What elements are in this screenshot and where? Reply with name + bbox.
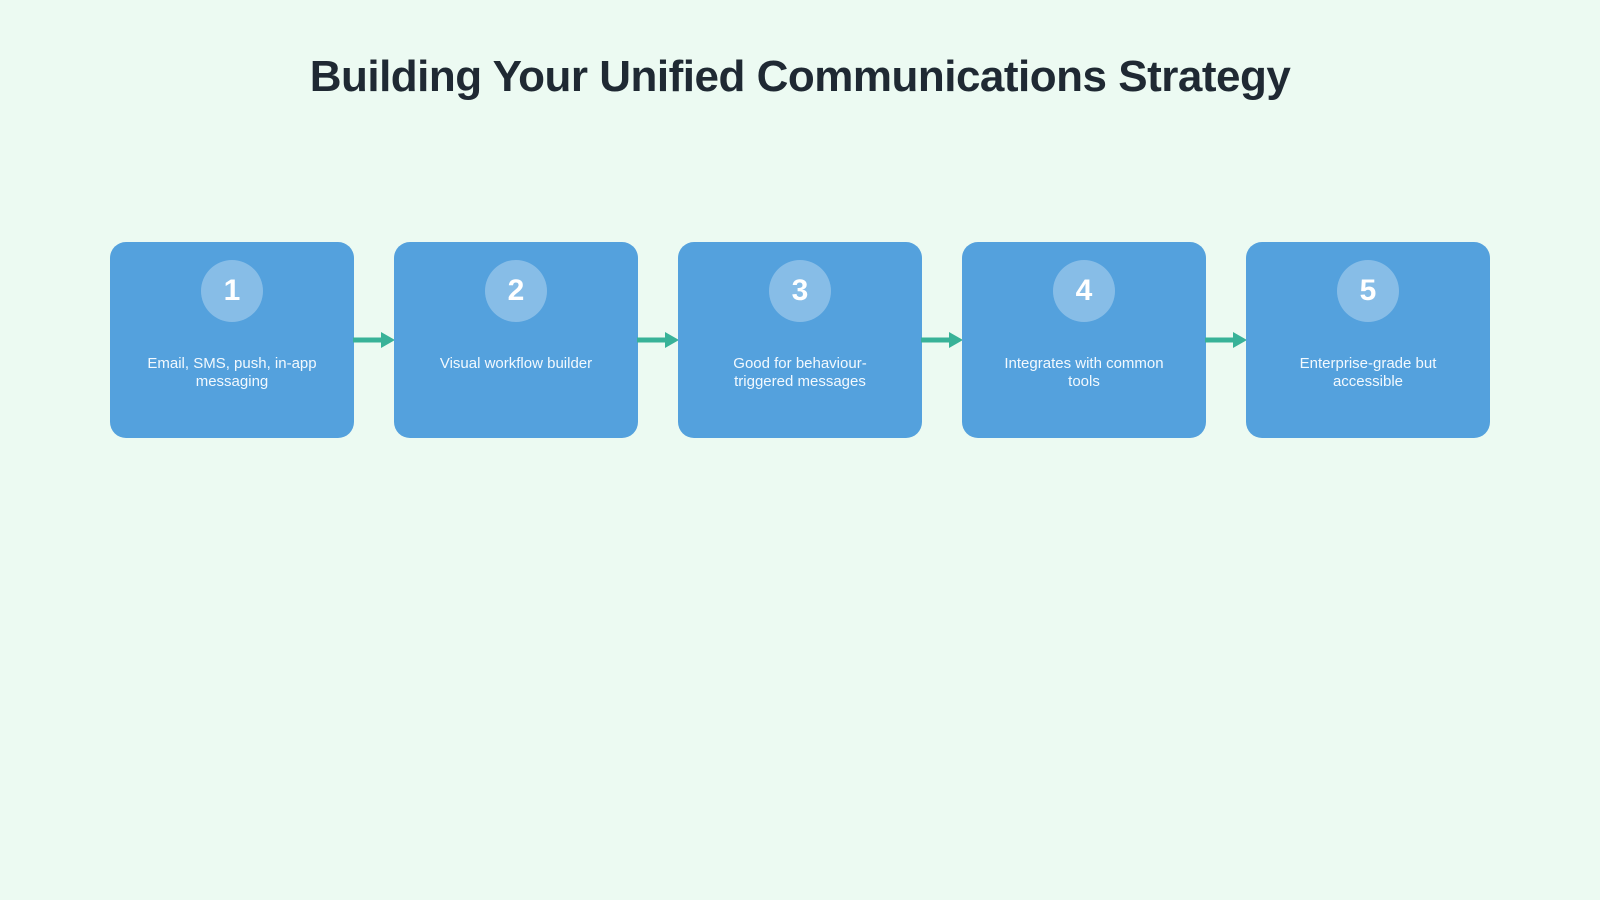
step-card-5: 5 Enterprise-grade but accessible [1246,242,1490,438]
step-label: Enterprise-grade but accessible [1299,355,1437,390]
step-label: Integrates with common tools [1004,355,1164,390]
page-title: Building Your Unified Communications Str… [309,52,1291,101]
step-number-badge: 4 [1053,260,1115,322]
step-label: Visual workflow builder [439,355,593,372]
process-flow: 1 Email, SMS, push, in-app messaging 2 V… [0,242,1600,438]
flow-arrow-icon [921,242,963,438]
flow-arrow-icon [353,242,395,438]
step-number-badge: 2 [485,260,547,322]
step-card-3: 3 Good for behaviour-triggered messages [678,242,922,438]
step-card-2: 2 Visual workflow builder [394,242,638,438]
step-number-badge: 3 [769,260,831,322]
step-card-1: 1 Email, SMS, push, in-app messaging [110,242,354,438]
flow-arrow-icon [637,242,679,438]
flow-arrow-icon [1205,242,1247,438]
step-number-badge: 1 [201,260,263,322]
step-card-4: 4 Integrates with common tools [962,242,1206,438]
step-label: Email, SMS, push, in-app messaging [147,355,317,390]
step-label: Good for behaviour-triggered messages [733,355,867,390]
step-number-badge: 5 [1337,260,1399,322]
